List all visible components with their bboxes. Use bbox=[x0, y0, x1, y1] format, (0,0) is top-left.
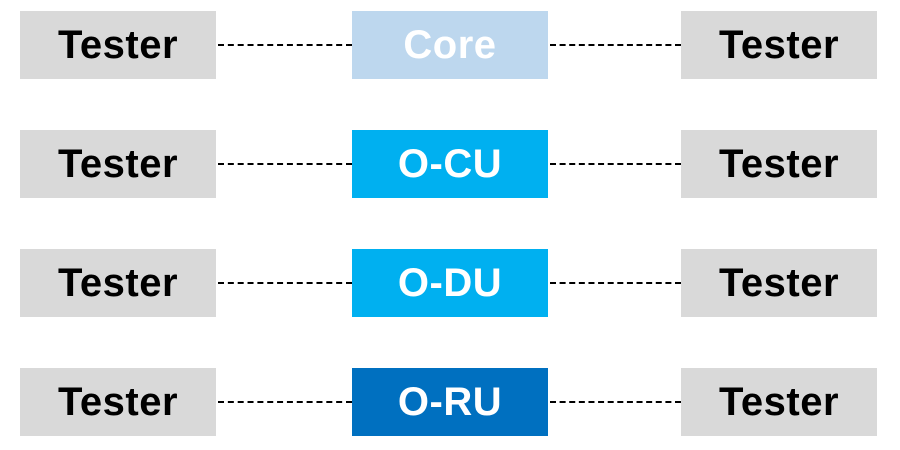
o-cu-test-row: Tester O-CU Tester bbox=[0, 130, 900, 198]
left-tester-box: Tester bbox=[20, 11, 216, 79]
left-dashed-link bbox=[218, 163, 352, 165]
right-dashed-link bbox=[550, 163, 681, 165]
o-du-box: O-DU bbox=[352, 249, 548, 317]
o-ru-test-row: Tester O-RU Tester bbox=[0, 368, 900, 436]
left-tester-box: Tester bbox=[20, 249, 216, 317]
right-tester-box: Tester bbox=[681, 249, 877, 317]
right-tester-box: Tester bbox=[681, 11, 877, 79]
o-ru-box: O-RU bbox=[352, 368, 548, 436]
right-dashed-link bbox=[550, 401, 681, 403]
right-dashed-link bbox=[550, 282, 681, 284]
left-tester-box: Tester bbox=[20, 368, 216, 436]
left-dashed-link bbox=[218, 282, 352, 284]
left-dashed-link bbox=[218, 401, 352, 403]
right-dashed-link bbox=[550, 44, 681, 46]
left-tester-box: Tester bbox=[20, 130, 216, 198]
core-test-row: Tester Core Tester bbox=[0, 11, 900, 79]
o-cu-box: O-CU bbox=[352, 130, 548, 198]
left-dashed-link bbox=[218, 44, 352, 46]
right-tester-box: Tester bbox=[681, 368, 877, 436]
o-du-test-row: Tester O-DU Tester bbox=[0, 249, 900, 317]
core-box: Core bbox=[352, 11, 548, 79]
right-tester-box: Tester bbox=[681, 130, 877, 198]
